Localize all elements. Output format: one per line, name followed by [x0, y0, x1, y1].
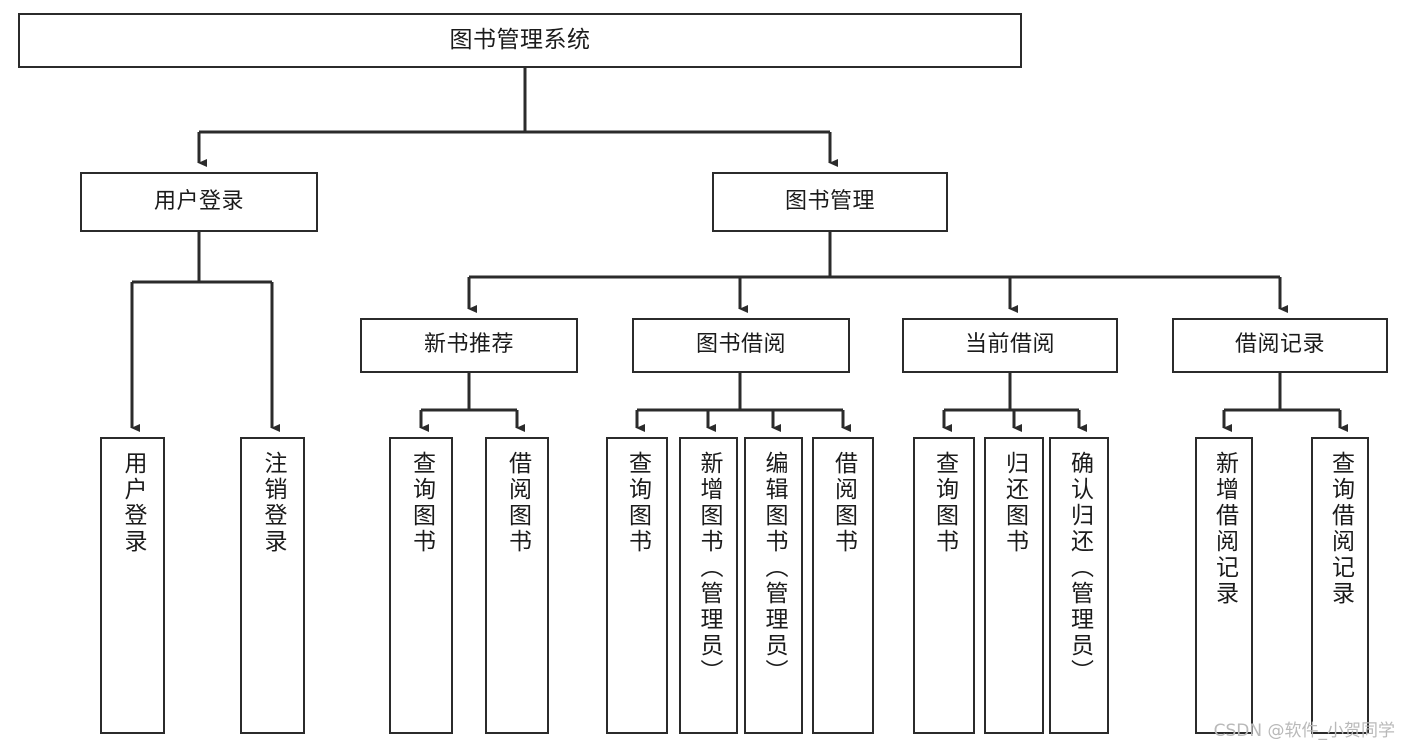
leaf-query-book-rec[interactable]: 查询图书: [389, 437, 453, 734]
new-book-recommend-label: 新书推荐: [423, 332, 514, 358]
leaf-query-book-cur[interactable]: 查询图书: [913, 437, 975, 734]
borrow-record-label: 借阅记录: [1234, 332, 1325, 358]
leaf-query-book-brw[interactable]: 查询图书: [606, 437, 668, 734]
leaf-confirm-return-admin-label: 确认归还（管理员）: [1066, 451, 1093, 685]
leaf-edit-book-admin-label: 编辑图书（管理员）: [761, 451, 787, 685]
leaf-query-book-brw-label: 查询图书: [624, 451, 651, 555]
leaf-borrow-book-rec[interactable]: 借阅图书: [485, 437, 549, 734]
leaf-query-book-rec-label: 查询图书: [408, 451, 435, 555]
book-borrow-label: 图书借阅: [695, 332, 786, 358]
leaf-query-book-cur-label: 查询图书: [931, 451, 958, 555]
user-login[interactable]: 用户登录: [80, 172, 318, 232]
leaf-user-login[interactable]: 用户登录: [100, 437, 165, 734]
book-manage[interactable]: 图书管理: [712, 172, 948, 232]
leaf-confirm-return-admin[interactable]: 确认归还（管理员）: [1049, 437, 1109, 734]
leaf-add-book-admin-label: 新增图书（管理员）: [696, 451, 722, 685]
connectors: [130, 68, 1348, 433]
borrow-record[interactable]: 借阅记录: [1172, 318, 1388, 373]
leaf-query-borrow-record[interactable]: 查询借阅记录: [1311, 437, 1369, 734]
leaf-user-login-label: 用户登录: [120, 451, 146, 555]
leaf-return-book-label: 归还图书: [1001, 451, 1028, 555]
leaf-borrow-book-rec-label: 借阅图书: [504, 451, 531, 555]
current-borrow-label: 当前借阅: [964, 332, 1055, 358]
current-borrow[interactable]: 当前借阅: [902, 318, 1118, 373]
leaf-query-borrow-record-label: 查询借阅记录: [1327, 451, 1354, 607]
leaf-user-logout[interactable]: 注销登录: [240, 437, 305, 734]
user-login-label: 用户登录: [153, 188, 244, 214]
leaf-return-book[interactable]: 归还图书: [984, 437, 1044, 734]
leaf-edit-book-admin[interactable]: 编辑图书（管理员）: [744, 437, 803, 734]
leaf-add-borrow-record-label: 新增借阅记录: [1211, 451, 1238, 607]
leaf-borrow-book-brw-label: 借阅图书: [830, 451, 857, 555]
book-manage-label: 图书管理: [784, 188, 875, 214]
leaf-borrow-book-brw[interactable]: 借阅图书: [812, 437, 874, 734]
leaf-add-borrow-record[interactable]: 新增借阅记录: [1195, 437, 1253, 734]
book-borrow[interactable]: 图书借阅: [632, 318, 850, 373]
leaf-add-book-admin[interactable]: 新增图书（管理员）: [679, 437, 738, 734]
leaf-user-logout-label: 注销登录: [260, 451, 286, 555]
root-label: 图书管理系统: [449, 26, 591, 53]
new-book-recommend[interactable]: 新书推荐: [360, 318, 578, 373]
root[interactable]: 图书管理系统: [18, 13, 1022, 68]
